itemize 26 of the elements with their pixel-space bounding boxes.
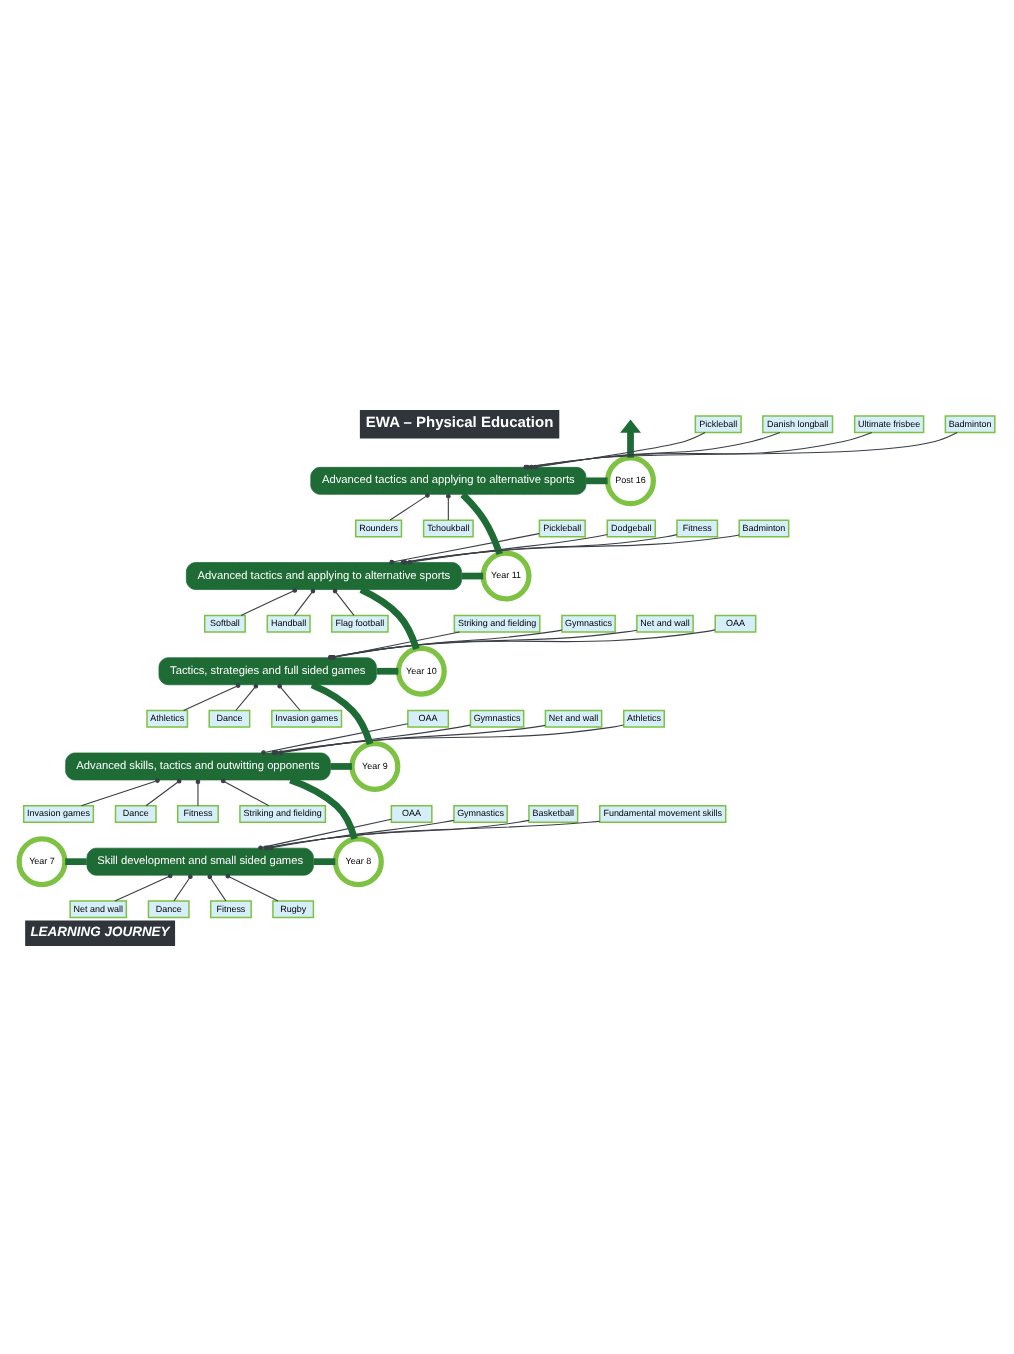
- connector: [195, 778, 201, 806]
- connector: [277, 682, 301, 711]
- connector: [313, 857, 336, 865]
- connector: [376, 666, 399, 674]
- connector: [114, 872, 173, 901]
- connector: [460, 491, 503, 555]
- connector: [446, 492, 451, 520]
- connector: [145, 777, 182, 806]
- connector: [330, 762, 352, 769]
- connector: [293, 587, 316, 615]
- connector: [207, 873, 227, 901]
- connector: [65, 857, 87, 865]
- arrow: [620, 418, 641, 457]
- connector: [220, 777, 270, 806]
- connector: [310, 680, 374, 744]
- diagram-title: EWA – Physical Education: [365, 412, 554, 431]
- connector: [586, 476, 608, 484]
- connector: [389, 492, 430, 520]
- connector: [461, 571, 484, 579]
- connector: [225, 872, 279, 901]
- connector: [359, 585, 420, 649]
- connector: [173, 873, 193, 901]
- connector: [332, 587, 355, 615]
- connector: [80, 777, 160, 806]
- connector: [235, 682, 259, 711]
- connector: [289, 775, 358, 839]
